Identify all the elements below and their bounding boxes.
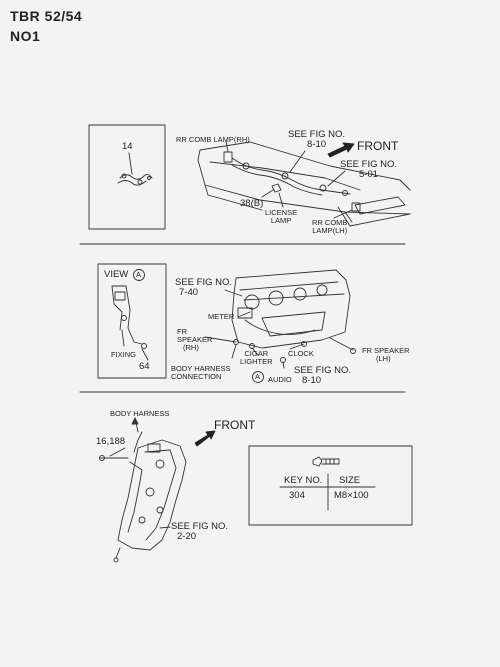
label-rr-comb-lamp-rh: RR COMB LAMP(RH) xyxy=(176,135,250,144)
label-meter: METER xyxy=(208,312,235,321)
table-header-key: KEY NO. xyxy=(284,475,323,486)
table-cell-key: 304 xyxy=(289,490,305,501)
front-arrow-icon xyxy=(327,142,355,158)
label-see-fig-7-40: SEE FIG NO. 7-40 xyxy=(175,277,233,298)
label-see-fig-8-10: SEE FIG NO. 8-10 xyxy=(288,129,346,150)
label-front: FRONT xyxy=(357,139,399,153)
front-arrow-icon-2 xyxy=(194,430,216,447)
label-body-harness-connection: BODY HARNESS CONNECTION xyxy=(171,364,231,381)
harness-arrow-icon xyxy=(131,417,139,425)
label-front-2: FRONT xyxy=(214,418,256,432)
label-view-letter: A xyxy=(136,270,142,279)
inset-frame-1 xyxy=(88,124,166,230)
table-header-size: SIZE xyxy=(339,475,361,486)
connection-circle xyxy=(252,371,264,383)
label-audio: AUDIO xyxy=(268,375,292,384)
label-part-14: 14 xyxy=(122,141,133,152)
section2-leaders xyxy=(204,289,305,369)
model-code: NO1 xyxy=(10,28,41,44)
table-cell-size: M8×100 xyxy=(334,490,369,501)
model-title: TBR 52/54 xyxy=(10,8,83,24)
spec-table-frame xyxy=(248,445,413,526)
label-see-fig-2-20: SEE FIG NO. 2-20 xyxy=(171,521,229,542)
label-clock: CLOCK xyxy=(288,349,314,358)
label-cigar-lighter: CIGAR LIGHTER xyxy=(240,349,273,366)
floor-harness-assembly xyxy=(99,431,187,563)
label-part-16-188: 16,188 xyxy=(96,436,126,447)
label-rr-comb-lamp-lh: RR COMB LAMP(LH) xyxy=(312,218,348,235)
view-circle xyxy=(133,269,145,281)
label-see-fig-5-01: SEE FIG NO. 5-01 xyxy=(340,159,398,180)
label-part-64: 64 xyxy=(139,361,150,372)
section1-leaders xyxy=(225,140,353,219)
label-fixing: FIXING xyxy=(111,350,137,359)
label-view: VIEW xyxy=(104,269,129,280)
inset-frame-2 xyxy=(97,263,167,379)
label-body-harness: BODY HARNESS xyxy=(110,409,170,418)
label-part-38b: 38(B) xyxy=(240,198,264,209)
label-conn-letter: A xyxy=(255,372,261,381)
bolt-icon xyxy=(312,456,340,467)
label-see-fig-8-10-b: SEE FIG NO. 8-10 xyxy=(294,365,352,386)
label-license-lamp: LICENSE LAMP xyxy=(265,208,298,225)
inset-part-harness xyxy=(117,152,153,186)
label-fr-speaker-lh: FR SPEAKER (LH) xyxy=(362,346,410,363)
fixing-bracket-detail xyxy=(111,285,149,361)
rear-body-outline xyxy=(197,141,411,227)
label-fr-speaker-rh: FR SPEAKER (RH) xyxy=(177,327,213,352)
instrument-panel xyxy=(231,269,356,363)
section3-leaders xyxy=(109,417,171,529)
rear-harness xyxy=(223,151,361,212)
